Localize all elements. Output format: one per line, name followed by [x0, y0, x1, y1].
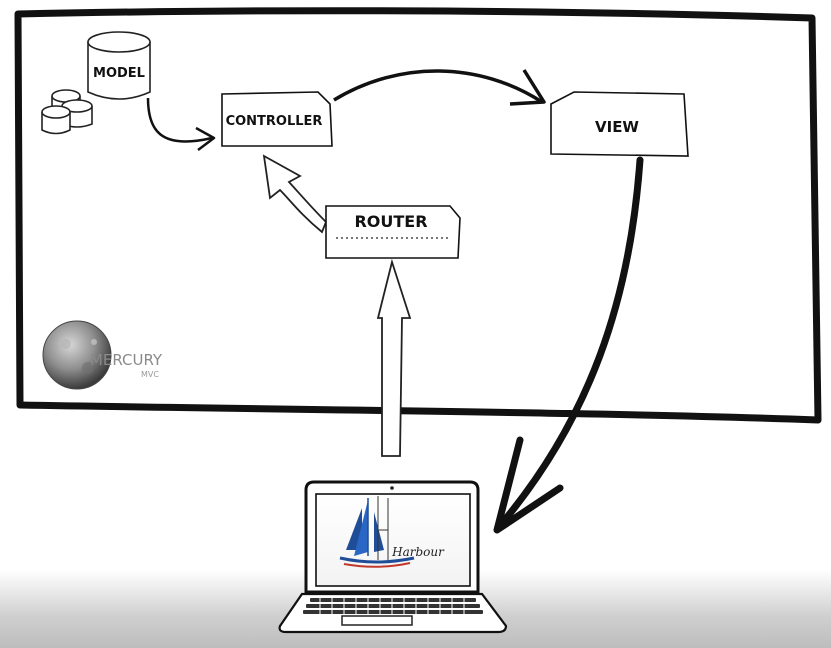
- router-to-controller-arrow: [262, 154, 328, 234]
- controller-box: [221, 91, 333, 147]
- router-label: ROUTER: [354, 212, 427, 231]
- harbour-logo: [339, 496, 415, 568]
- mercury-logo: [42, 320, 112, 390]
- harbour-logo-text: Harbour: [391, 545, 445, 559]
- model-to-controller-arrow: [146, 97, 213, 143]
- model-label: MODEL: [93, 66, 145, 81]
- view-to-laptop-arrow: [494, 156, 644, 532]
- mercury-subtitle: MVC: [141, 370, 159, 379]
- router-box: [325, 205, 461, 259]
- model-database-icon: [41, 31, 151, 135]
- controller-label: CONTROLLER: [226, 114, 323, 129]
- view-label: VIEW: [595, 118, 639, 136]
- laptop-to-router-arrow: [376, 258, 412, 457]
- laptop-icon: [278, 480, 508, 634]
- view-box: [550, 91, 689, 157]
- mercury-title: MERCURY: [90, 351, 163, 369]
- controller-to-view-arrow: [333, 69, 543, 104]
- frame-border: [14, 7, 822, 424]
